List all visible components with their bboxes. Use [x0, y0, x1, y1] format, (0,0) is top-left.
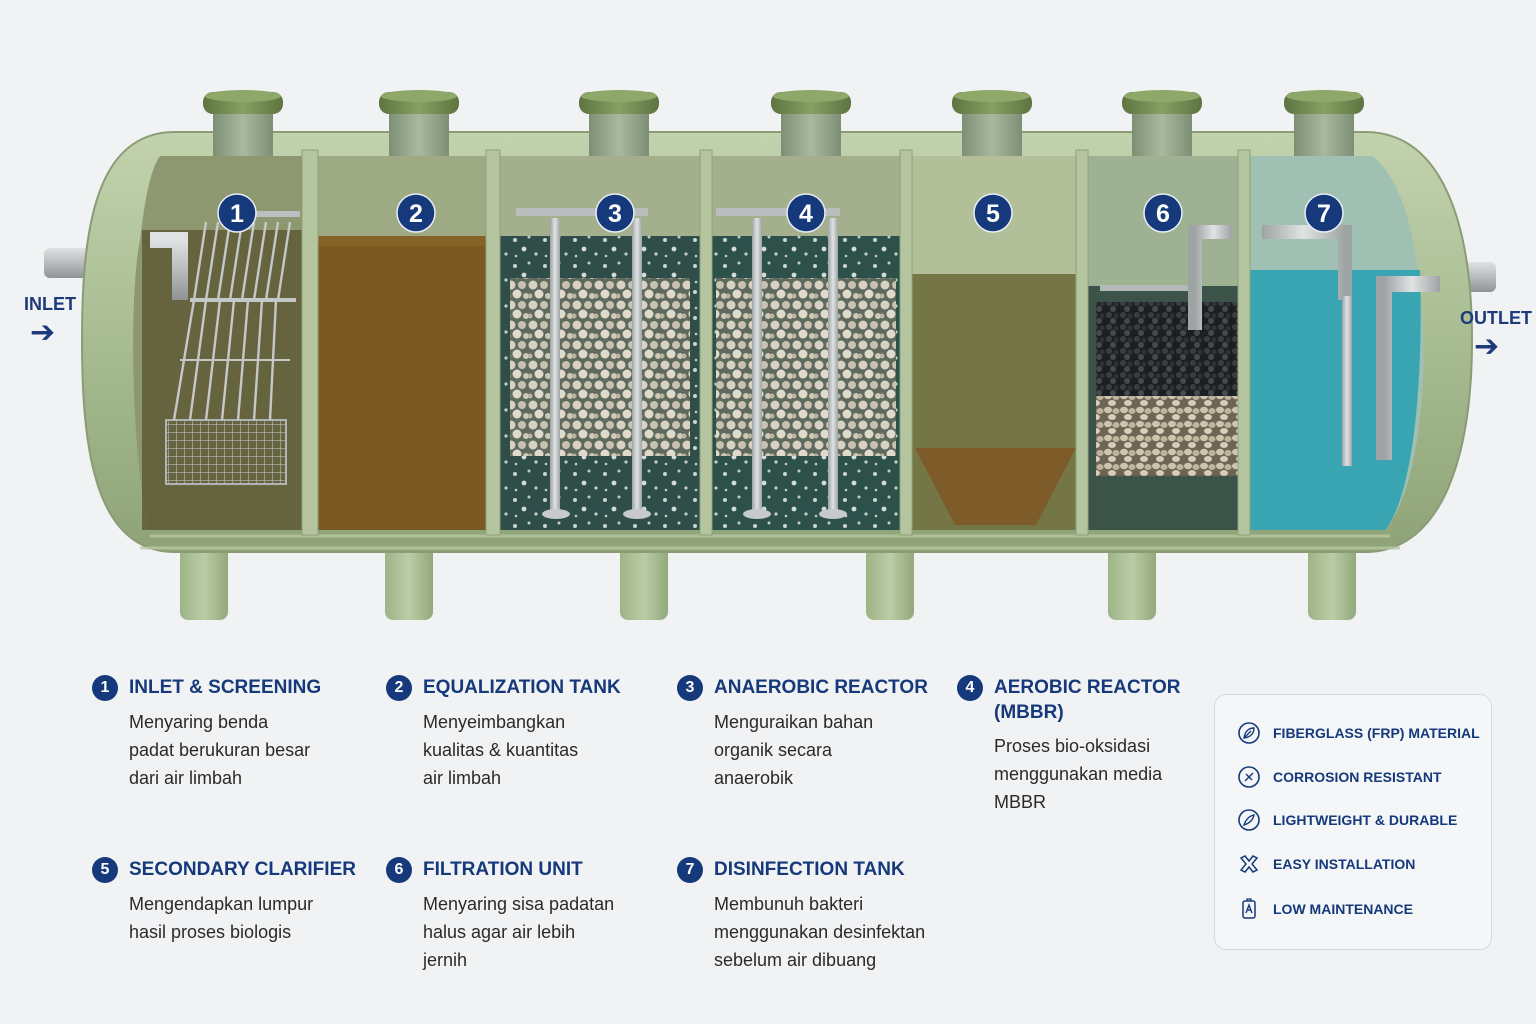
- step-5: 5 SECONDARY CLARIFIER Mengendapkan lumpur…: [92, 857, 362, 946]
- chamber-number: 3: [608, 200, 622, 228]
- step-title: EQUALIZATION TANK: [423, 677, 621, 698]
- chamber-number: 7: [1317, 200, 1331, 228]
- feature-label: FIBERGLASS (FRP) MATERIAL: [1273, 725, 1480, 741]
- feature-item: CORROSION RESISTANT: [1237, 765, 1442, 789]
- step-title: ANAEROBIC REACTOR: [714, 677, 928, 698]
- feature-item: FIBERGLASS (FRP) MATERIAL: [1237, 721, 1480, 745]
- manhole-6: [1122, 90, 1202, 156]
- step-6: 6 FILTRATION UNIT Menyaring sisa padatan …: [386, 857, 656, 974]
- features-panel: FIBERGLASS (FRP) MATERIAL CORROSION RESI…: [1214, 694, 1492, 950]
- manhole-1: [203, 90, 283, 156]
- maintenance-icon: [1242, 898, 1256, 919]
- step-description: Menguraikan bahan organik secara anaerob…: [714, 712, 874, 788]
- manhole-3: [579, 90, 659, 156]
- leaf-icon: [1238, 722, 1260, 744]
- step-title: DISINFECTION TANK: [714, 859, 905, 880]
- chamber-number: 1: [230, 200, 244, 228]
- step-title: FILTRATION UNIT: [423, 859, 583, 880]
- step-3: 3 ANAEROBIC REACTOR Menguraikan bahan org…: [677, 675, 947, 792]
- feature-item: LOW MAINTENANCE: [1237, 897, 1413, 921]
- step-number-badge: 3: [677, 675, 703, 701]
- feather-icon: [1238, 809, 1260, 831]
- tank-ribs: [140, 534, 1400, 550]
- step-number-badge: 7: [677, 857, 703, 883]
- chamber-badge-7: 7: [1304, 193, 1344, 233]
- step-2: 2 EQUALIZATION TANK Menyeimbangkan kualit…: [386, 675, 656, 792]
- transfer-pipes: [1100, 225, 1440, 466]
- feature-label: CORROSION RESISTANT: [1273, 769, 1442, 785]
- chamber-partitions: [301, 149, 1251, 536]
- step-1: 1 INLET & SCREENING Menyaring benda padat…: [92, 675, 362, 792]
- step-number-badge: 1: [92, 675, 118, 701]
- manhole-7: [1284, 90, 1364, 156]
- step-7: 7 DISINFECTION TANK Membunuh bakteri meng…: [677, 857, 947, 974]
- manhole-5: [952, 90, 1032, 156]
- chamber-number: 4: [799, 200, 813, 228]
- step-description: Menyaring sisa padatan halus agar air le…: [423, 894, 615, 970]
- outlet-label: OUTLET: [1460, 308, 1532, 328]
- manholes: [203, 90, 1364, 156]
- bar-screen: [150, 211, 300, 485]
- step-description: Proses bio-oksidasi menggunakan media MB…: [994, 736, 1163, 812]
- chamber-number: 5: [986, 200, 1000, 228]
- inlet-arrow-icon: ➔: [30, 315, 56, 350]
- chamber-badge-4: 4: [786, 193, 826, 233]
- chamber-badge-3: 3: [595, 193, 635, 233]
- feature-item: LIGHTWEIGHT & DURABLE: [1237, 808, 1457, 832]
- chamber-number: 2: [409, 200, 423, 228]
- step-title: INLET & SCREENING: [129, 677, 322, 698]
- step-description: Membunuh bakteri menggunakan desinfektan…: [714, 894, 926, 970]
- tools-icon: [1239, 855, 1259, 873]
- step-title: AEROBIC REACTOR (MBBR): [994, 677, 1181, 723]
- inlet-label: INLET: [24, 294, 76, 314]
- feature-label: LOW MAINTENANCE: [1273, 901, 1413, 917]
- step-number-badge: 4: [957, 675, 983, 701]
- step-description: Menyeimbangkan kualitas & kuantitas air …: [423, 712, 579, 788]
- tank-supports: [180, 525, 1356, 620]
- shield-icon: [1238, 766, 1260, 788]
- step-number-badge: 6: [386, 857, 412, 883]
- chamber-badge-1: 1: [217, 193, 257, 233]
- step-4: 4 AEROBIC REACTOR (MBBR) Proses bio-oksid…: [957, 675, 1197, 816]
- outlet-arrow-icon: ➔: [1474, 329, 1500, 364]
- chamber-badge-6: 6: [1143, 193, 1183, 233]
- step-title: SECONDARY CLARIFIER: [129, 859, 356, 880]
- manhole-2: [379, 90, 459, 156]
- chamber-number: 6: [1156, 200, 1170, 228]
- step-description: Menyaring benda padat berukuran besar da…: [129, 712, 311, 788]
- step-number-badge: 2: [386, 675, 412, 701]
- step-number-badge: 5: [92, 857, 118, 883]
- chamber-badge-2: 2: [396, 193, 436, 233]
- chamber-number-badges: 1 2 3 4 5 6 7: [217, 193, 1344, 233]
- tank-diagram: 1 2 3 4 5 6 7: [44, 90, 1496, 620]
- feature-label: LIGHTWEIGHT & DURABLE: [1273, 812, 1458, 828]
- step-description: Mengendapkan lumpur hasil proses biologi…: [129, 894, 314, 942]
- chamber-badge-5: 5: [973, 193, 1013, 233]
- manhole-4: [771, 90, 851, 156]
- feature-item: EASY INSTALLATION: [1237, 852, 1415, 876]
- feature-label: EASY INSTALLATION: [1273, 856, 1416, 872]
